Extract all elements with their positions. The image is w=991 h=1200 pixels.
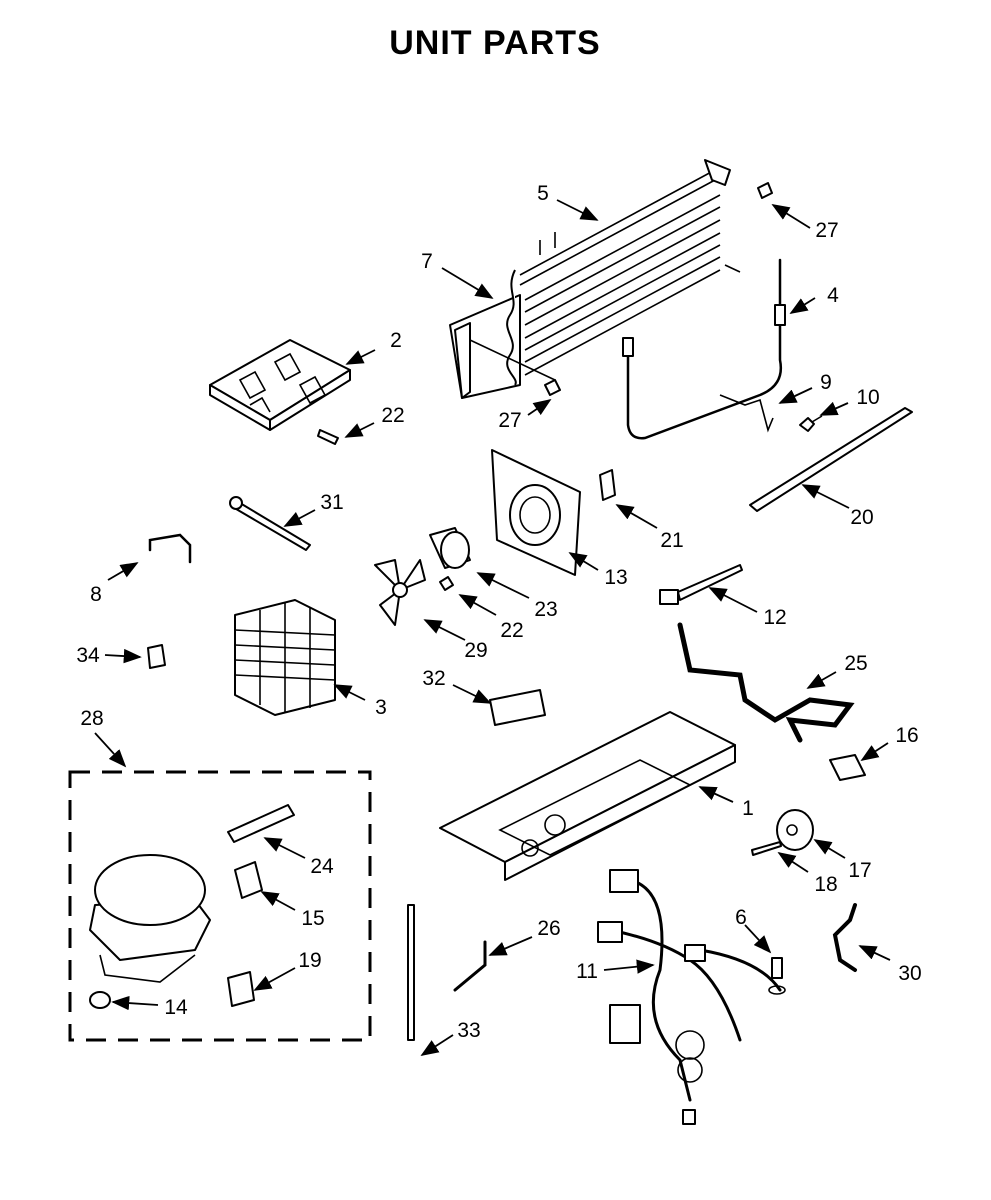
callout-7: 7 xyxy=(421,250,433,273)
grommet-part xyxy=(89,991,111,1009)
compressor-group-box xyxy=(68,770,372,1042)
callout-5: 5 xyxy=(537,182,549,205)
callout-27-low: 27 xyxy=(498,409,521,432)
callout-27-top: 27 xyxy=(815,219,838,242)
screw-27-top-part xyxy=(757,182,773,199)
cable-tie-part xyxy=(659,564,743,605)
screw-6-part xyxy=(768,957,786,995)
callout-22-low: 22 xyxy=(500,619,523,642)
fan-blade-part xyxy=(374,559,426,626)
callout-14: 14 xyxy=(164,996,188,1019)
wiring-harness-part xyxy=(597,869,782,1125)
callout-16: 16 xyxy=(895,724,918,747)
fan-shroud-part xyxy=(491,449,581,576)
callout-29: 29 xyxy=(464,639,487,662)
callout-26: 26 xyxy=(537,917,560,940)
callout-23: 23 xyxy=(534,598,557,621)
callout-labels: 5 7 2 27 4 9 10 22 27 20 21 31 8 13 23 2… xyxy=(76,182,921,1042)
callout-9: 9 xyxy=(820,371,832,394)
callout-25: 25 xyxy=(844,652,867,675)
condenser-part xyxy=(234,599,336,716)
screw-22-part xyxy=(439,576,454,591)
callout-8: 8 xyxy=(90,583,102,606)
callout-24: 24 xyxy=(310,855,334,878)
strip-part xyxy=(749,407,913,512)
callout-32: 32 xyxy=(422,667,445,690)
callout-19: 19 xyxy=(298,949,321,972)
callout-34: 34 xyxy=(76,644,100,667)
callout-6: 6 xyxy=(735,906,747,929)
callout-1: 1 xyxy=(742,797,754,820)
callout-18: 18 xyxy=(814,873,837,896)
pad-part xyxy=(489,689,546,726)
page-title: UNIT PARTS xyxy=(389,24,600,62)
callout-13: 13 xyxy=(604,566,627,589)
bent-tube-part xyxy=(453,940,487,992)
callout-arrows xyxy=(94,199,891,1056)
callout-31: 31 xyxy=(320,491,343,514)
callout-20: 20 xyxy=(850,506,873,529)
callout-21: 21 xyxy=(660,529,683,552)
wire-clip-part xyxy=(148,533,192,564)
defrost-heater-part xyxy=(622,258,786,440)
screw-27-low-part xyxy=(544,379,561,396)
relay-part xyxy=(234,861,263,899)
screw-10-part xyxy=(799,415,823,432)
callout-17: 17 xyxy=(848,859,871,882)
base-pan-part xyxy=(439,711,736,881)
rod-part xyxy=(229,496,311,551)
callout-10: 10 xyxy=(856,386,879,409)
knob-part xyxy=(776,809,814,851)
clip-34-part xyxy=(147,644,166,669)
bolt-part xyxy=(751,841,782,856)
evaporator-coil-part xyxy=(449,159,741,399)
long-rod-part xyxy=(407,904,415,1041)
callout-15: 15 xyxy=(301,907,324,930)
callout-11: 11 xyxy=(576,960,598,983)
callout-12: 12 xyxy=(763,606,786,629)
callout-28: 28 xyxy=(80,707,103,730)
callout-22-top: 22 xyxy=(381,404,404,427)
callout-3: 3 xyxy=(375,696,387,719)
capacitor-part xyxy=(227,971,255,1007)
hose-part xyxy=(832,903,857,972)
callout-2: 2 xyxy=(390,329,402,352)
callout-30: 30 xyxy=(898,962,921,985)
bracket-21-part xyxy=(599,469,616,501)
drier-part xyxy=(227,804,295,843)
fan-motor-part xyxy=(429,527,471,569)
tubing-part xyxy=(677,622,855,743)
compressor-part xyxy=(89,854,211,983)
callout-4: 4 xyxy=(827,284,839,307)
clamp-part xyxy=(829,754,866,781)
screw-22b-part xyxy=(317,429,339,445)
control-board-part xyxy=(209,339,351,431)
callout-33: 33 xyxy=(457,1019,480,1042)
